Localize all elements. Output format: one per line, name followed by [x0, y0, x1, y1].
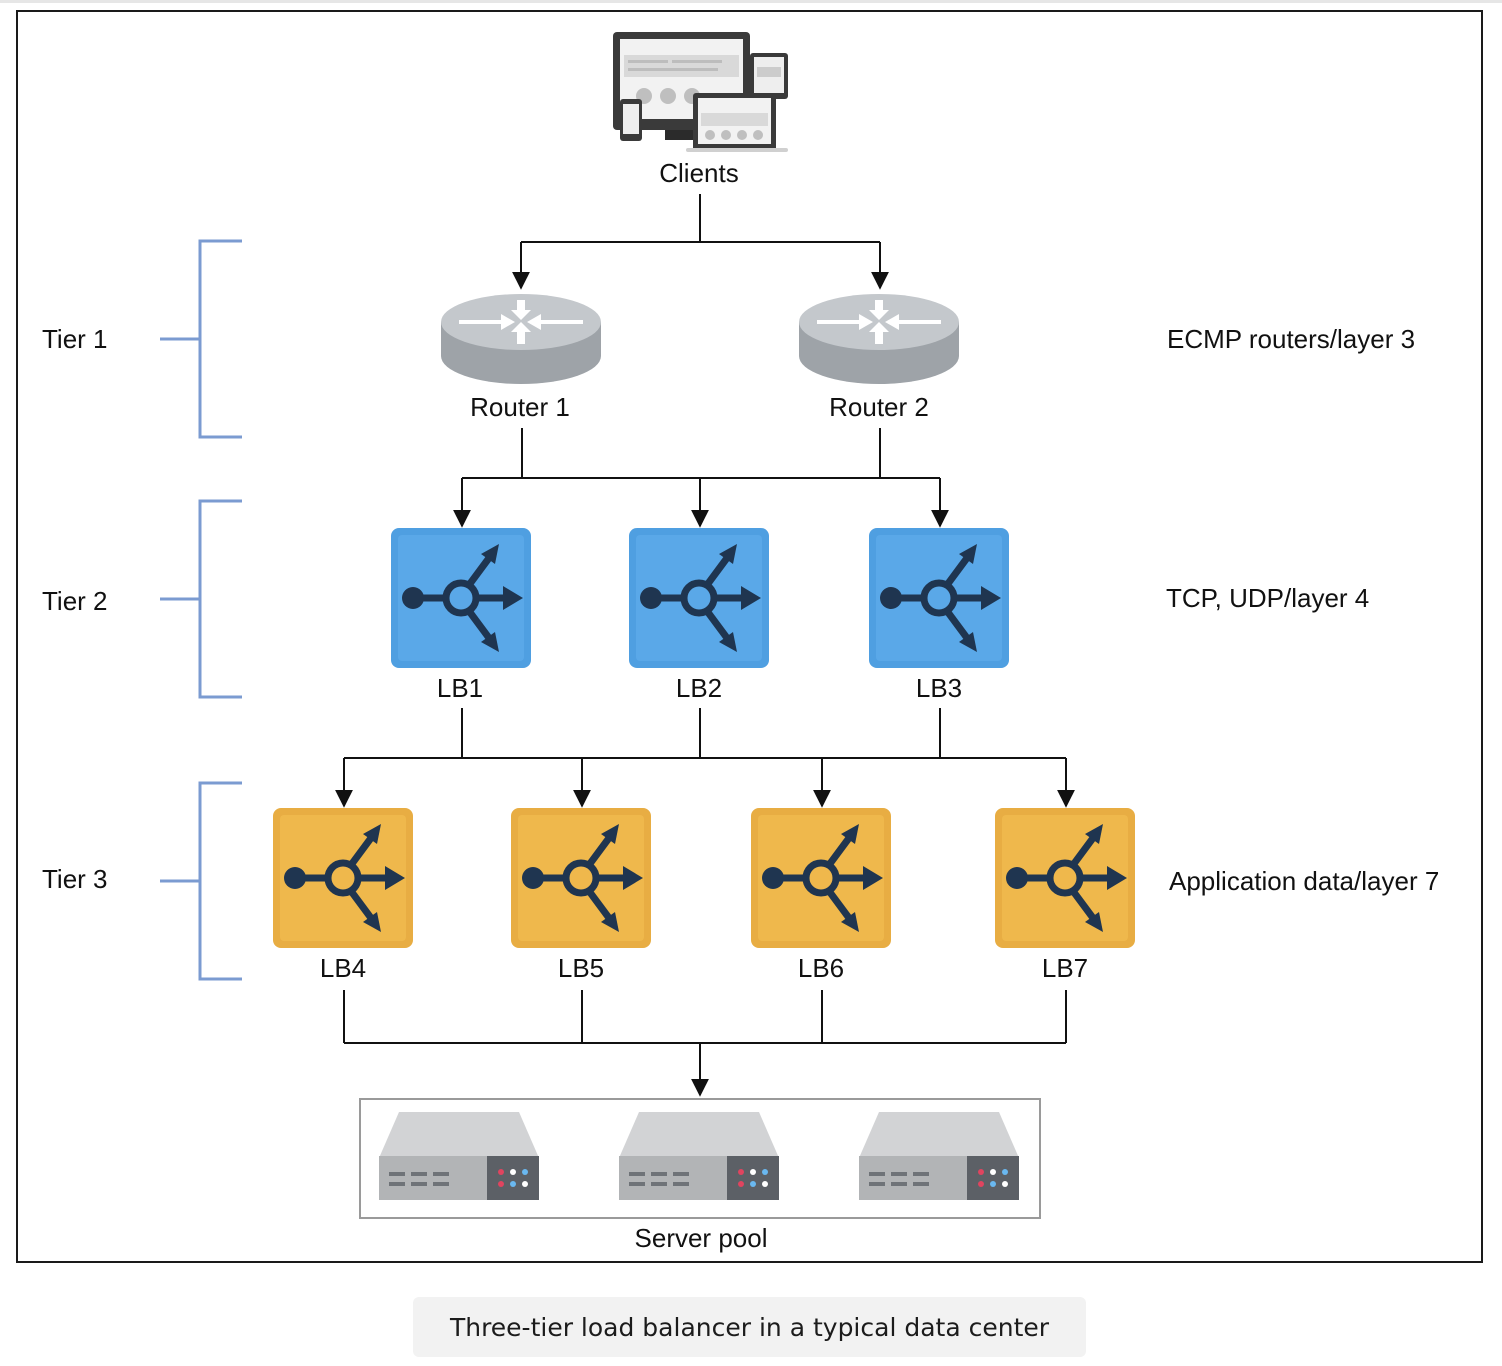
lb1-label: LB1 — [437, 673, 483, 703]
clients-devices-icon — [613, 32, 788, 152]
top-divider — [0, 0, 1502, 3]
server-pool-label: Server pool — [635, 1223, 768, 1253]
lb2: LB2 — [629, 528, 769, 703]
tier-1-layer-label: ECMP routers/layer 3 — [1167, 324, 1415, 354]
router-1-icon — [441, 294, 601, 384]
connectors-routers-tier2 — [453, 428, 949, 528]
tier-1-label: Tier 1 — [42, 324, 108, 354]
lb5-label: LB5 — [558, 953, 604, 983]
tier-3-layer-label: Application data/layer 7 — [1169, 866, 1439, 896]
figure-caption: Three-tier load balancer in a typical da… — [413, 1297, 1086, 1357]
connectors-tier3-servers — [343, 990, 1067, 1097]
server-icon — [379, 1112, 539, 1200]
lb7-label: LB7 — [1042, 953, 1088, 983]
tier-2-bracket — [160, 499, 242, 699]
tier-3-label: Tier 3 — [42, 864, 108, 894]
server-pool-box — [359, 1098, 1041, 1219]
lb3: LB3 — [869, 528, 1009, 703]
tier-2-label: Tier 2 — [42, 586, 108, 616]
connectors-clients-routers — [512, 194, 889, 290]
tier-2-layer-label: TCP, UDP/layer 4 — [1166, 583, 1369, 613]
tier-3-bracket — [160, 781, 242, 981]
lb5: LB5 — [511, 808, 651, 983]
diagram-frame — [16, 10, 1483, 1263]
server-icon — [619, 1112, 779, 1200]
lb7: LB7 — [995, 808, 1135, 983]
caption-text: Three-tier load balancer in a typical da… — [449, 1312, 1050, 1342]
connectors-tier2-tier3 — [335, 708, 1075, 808]
clients-label: Clients — [659, 158, 738, 188]
server-icon — [859, 1112, 1019, 1200]
lb4-label: LB4 — [320, 953, 366, 983]
lb4: LB4 — [273, 808, 413, 983]
server-pool: Server pool — [359, 1098, 1041, 1253]
router-1-label: Router 1 — [470, 392, 570, 422]
router-1: Router 1 — [441, 294, 601, 422]
router-2-label: Router 2 — [829, 392, 929, 422]
tier-1-bracket — [160, 239, 242, 439]
router-2-icon — [799, 294, 959, 384]
lb2-label: LB2 — [676, 673, 722, 703]
router-2: Router 2 — [799, 294, 959, 422]
lb3-label: LB3 — [916, 673, 962, 703]
lb6: LB6 — [751, 808, 891, 983]
lb6-label: LB6 — [798, 953, 844, 983]
lb1: LB1 — [391, 528, 531, 703]
